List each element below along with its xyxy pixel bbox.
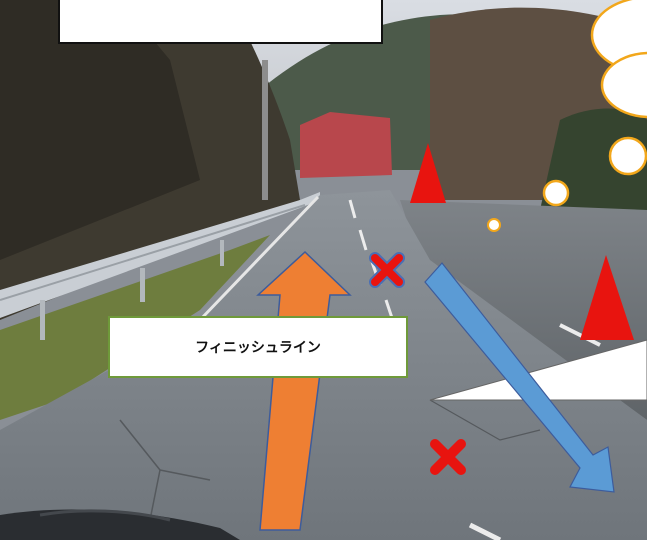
thought-bubble-mid bbox=[600, 51, 647, 119]
cross-mark-upper bbox=[369, 252, 405, 288]
finish-line-label: フィニッシュライン bbox=[108, 316, 408, 378]
thought-bubble-small bbox=[608, 136, 647, 176]
top-label-box bbox=[58, 0, 383, 44]
guardrail bbox=[0, 192, 320, 318]
blue-arrow bbox=[424, 262, 615, 493]
traffic-cone-far bbox=[410, 143, 446, 203]
finish-line-text: フィニッシュライン bbox=[195, 340, 321, 356]
thought-bubble-tiny bbox=[487, 218, 501, 232]
cross-mark-lower bbox=[430, 439, 466, 475]
car-hood bbox=[0, 509, 240, 540]
thought-bubble-smaller bbox=[542, 179, 570, 207]
traffic-cone-near bbox=[580, 255, 634, 340]
red-building bbox=[300, 112, 392, 178]
